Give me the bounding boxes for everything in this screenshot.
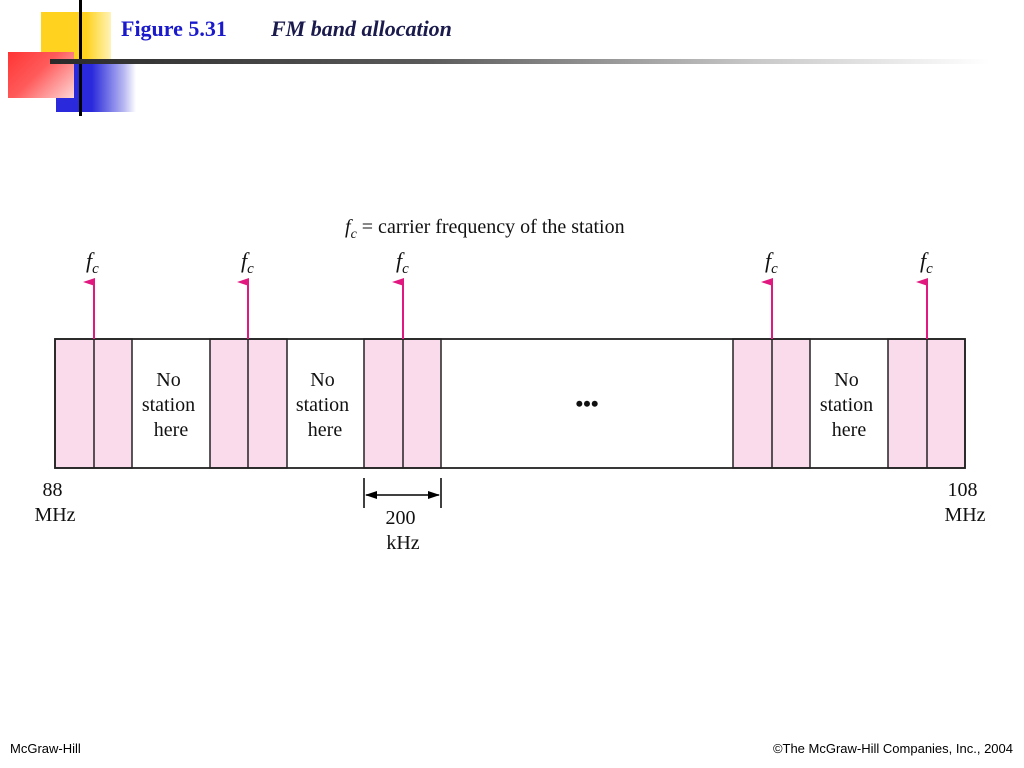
ellipsis: •••: [575, 391, 598, 416]
decor-vertical-line: [79, 0, 82, 116]
no-station-label: No station here: [296, 369, 354, 441]
carrier-label: fc: [396, 248, 409, 277]
legend-text: fc = carrier frequency of the station: [345, 216, 625, 242]
footer-publisher: McGraw-Hill: [10, 741, 81, 756]
no-station-label: No station here: [142, 369, 200, 441]
channel-dividers: [93, 339, 928, 468]
figure-number: Figure 5.31: [121, 16, 227, 41]
carrier-label: fc: [765, 248, 778, 277]
figure-title: FM band allocation: [271, 16, 452, 41]
end-frequency-label: 108 MHz: [944, 479, 985, 526]
carrier-label: fc: [241, 248, 254, 277]
carrier-label: fc: [920, 248, 933, 277]
footer-copyright: ©The McGraw-Hill Companies, Inc., 2004: [772, 741, 1013, 756]
title-underline: [50, 59, 990, 64]
carrier-label: fc: [86, 248, 99, 277]
channel-width-dimension: [363, 478, 442, 508]
no-station-label: No station here: [820, 369, 878, 441]
carrier-labels: fc fc fc fc fc: [86, 248, 933, 277]
no-station-labels: No station here No station here No stati…: [142, 369, 878, 441]
channel-width-label: 200 kHz: [386, 507, 421, 554]
carrier-arrows: [83, 278, 928, 339]
start-frequency-label: 88 MHz: [34, 479, 75, 526]
band-outline: [54, 338, 966, 469]
